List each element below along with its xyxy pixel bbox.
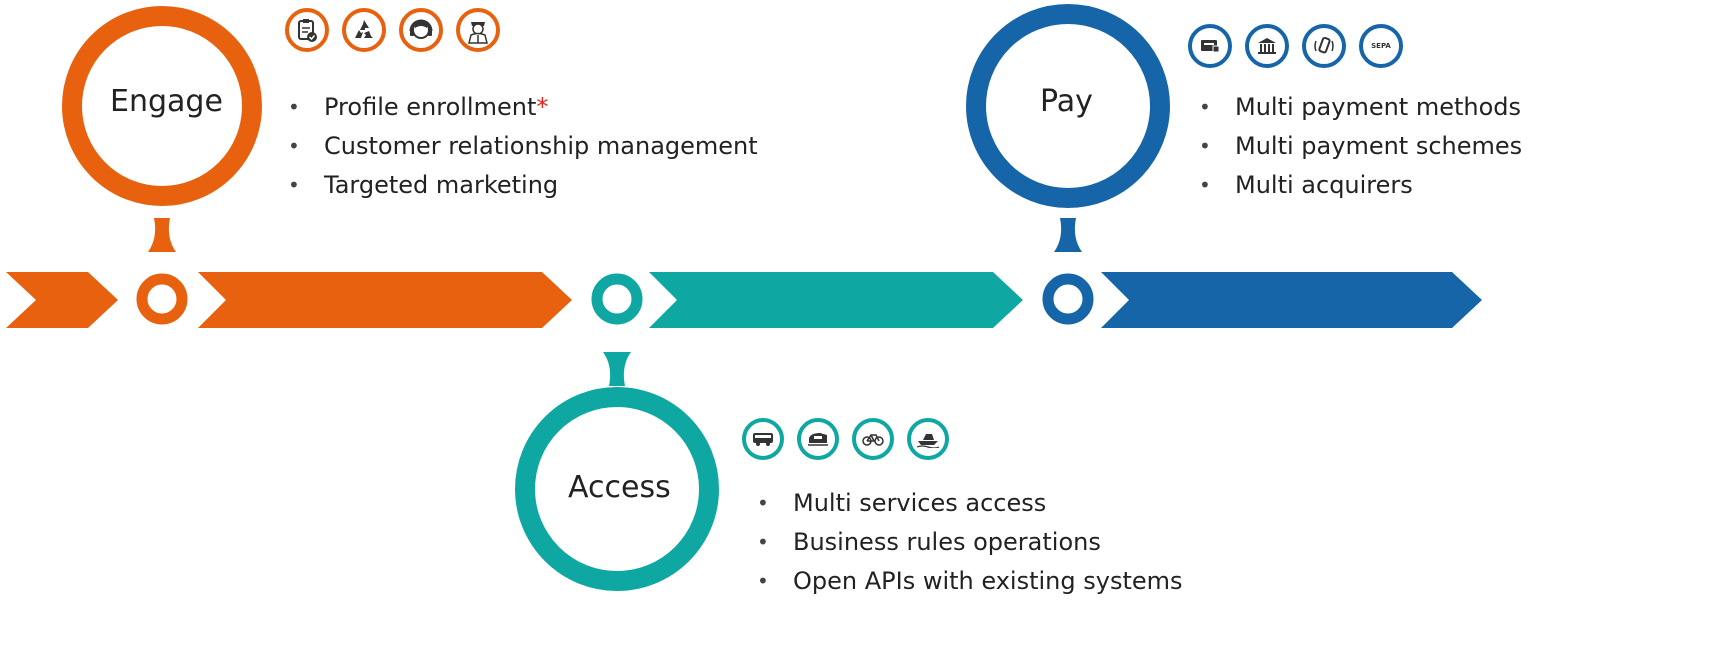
bullet-text: Multi payment schemes bbox=[1235, 132, 1523, 160]
list-item: Business rules operations bbox=[757, 523, 1183, 562]
list-item: Customer relationship management bbox=[288, 127, 758, 166]
pay-icons: SEPA bbox=[1188, 24, 1403, 68]
list-item: Multi payment methods bbox=[1199, 88, 1522, 127]
boat-icon bbox=[907, 418, 949, 460]
engage-pin bbox=[62, 6, 262, 325]
list-item: Multi services access bbox=[757, 484, 1183, 523]
pay-pin bbox=[966, 4, 1170, 325]
clipboard-check-icon bbox=[285, 8, 329, 52]
timeline-arrow-pay bbox=[1101, 272, 1482, 328]
timeline-arrow-engage bbox=[198, 272, 572, 328]
bullet-text: Multi payment methods bbox=[1235, 93, 1522, 121]
list-item: Multi acquirers bbox=[1199, 166, 1522, 205]
recycle-icon bbox=[342, 8, 386, 52]
bus-icon bbox=[742, 418, 784, 460]
conductor-icon bbox=[456, 8, 500, 52]
bicycle-icon bbox=[852, 418, 894, 460]
list-item: Multi payment schemes bbox=[1199, 127, 1522, 166]
engage-icons bbox=[285, 8, 500, 52]
bullet-text: Customer relationship management bbox=[324, 132, 758, 160]
train-icon bbox=[797, 418, 839, 460]
asterisk-marker: * bbox=[536, 93, 549, 121]
timeline-arrow-start bbox=[6, 272, 118, 328]
access-icons bbox=[742, 418, 949, 460]
bullet-text: Business rules operations bbox=[793, 528, 1101, 556]
headset-agent-icon bbox=[399, 8, 443, 52]
list-item: Targeted marketing bbox=[288, 166, 758, 205]
engage-bullets: Profile enrollment* Customer relationshi… bbox=[288, 88, 758, 205]
bank-icon bbox=[1245, 24, 1289, 68]
list-item: Open APIs with existing systems bbox=[757, 562, 1183, 601]
list-item: Profile enrollment* bbox=[288, 88, 758, 127]
bullet-text: Targeted marketing bbox=[324, 171, 559, 199]
bullet-text: Open APIs with existing systems bbox=[793, 567, 1183, 595]
access-bullets: Multi services access Business rules ope… bbox=[757, 484, 1183, 601]
card-icon bbox=[1188, 24, 1232, 68]
engage-label: Engage bbox=[110, 84, 223, 119]
pay-bullets: Multi payment methods Multi payment sche… bbox=[1199, 88, 1522, 205]
sepa-icon: SEPA bbox=[1359, 24, 1403, 68]
timeline-arrow-access bbox=[649, 272, 1023, 328]
pay-label: Pay bbox=[1040, 84, 1093, 119]
access-label: Access bbox=[568, 470, 671, 505]
bullet-text: Multi services access bbox=[793, 489, 1047, 517]
mobile-payment-icon bbox=[1302, 24, 1346, 68]
bullet-text: Multi acquirers bbox=[1235, 171, 1413, 199]
sepa-text: SEPA bbox=[1371, 42, 1391, 50]
bullet-text: Profile enrollment bbox=[324, 93, 537, 121]
access-pin bbox=[515, 273, 719, 591]
